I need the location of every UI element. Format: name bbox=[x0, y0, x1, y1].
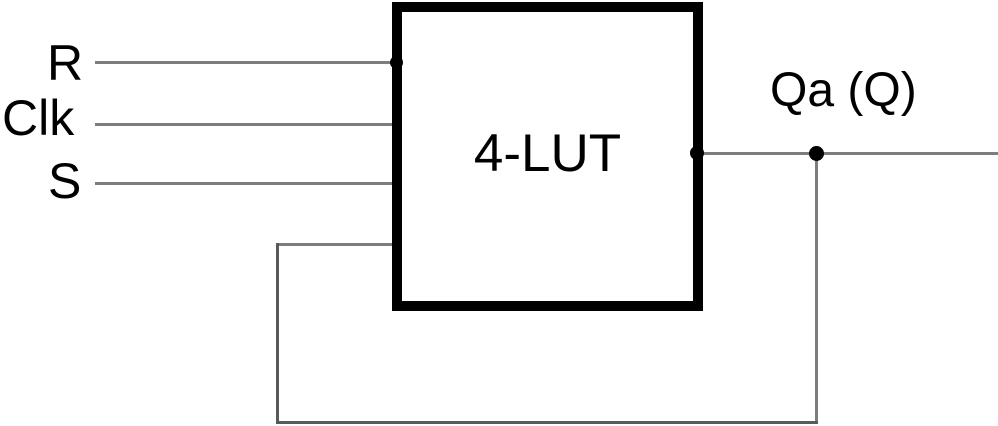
wire-input-s bbox=[95, 182, 392, 185]
wire-feedback-left bbox=[276, 243, 279, 424]
wire-feedback-right bbox=[815, 152, 818, 424]
wire-input-r bbox=[95, 61, 392, 64]
wire-feedback-input bbox=[276, 243, 392, 246]
input-label-clk: Clk bbox=[2, 90, 75, 146]
lut-block-label: 4-LUT bbox=[473, 124, 622, 183]
input-label-s: S bbox=[48, 153, 82, 209]
wire-output bbox=[702, 152, 998, 155]
input-label-r: R bbox=[47, 35, 84, 91]
wire-input-clk bbox=[95, 123, 392, 126]
lut-block: 4-LUT bbox=[392, 2, 703, 311]
output-connection-dot bbox=[690, 146, 704, 160]
input-r-connection-dot bbox=[390, 56, 403, 69]
feedback-junction-dot bbox=[809, 146, 824, 161]
output-label: Qa (Q) bbox=[770, 64, 917, 117]
wire-feedback-bottom bbox=[276, 421, 818, 424]
